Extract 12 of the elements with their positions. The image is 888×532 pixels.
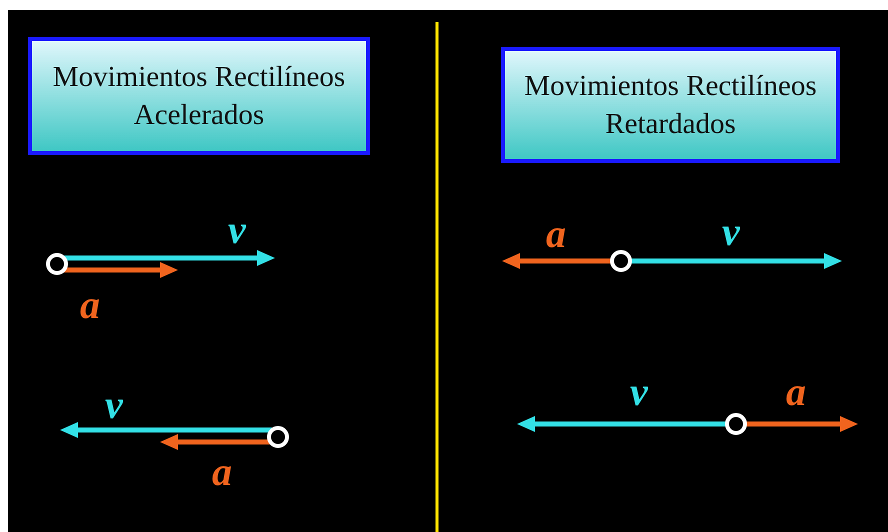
vector-label: a <box>80 285 100 325</box>
vector-label: v <box>228 210 246 250</box>
title-text: Movimientos Rectilíneos Acelerados <box>52 60 346 133</box>
title-text: Movimientos Rectilíneos Retardados <box>523 69 818 142</box>
title-box <box>28 37 370 155</box>
vector-label: v <box>722 212 740 252</box>
vector-label: a <box>212 452 232 492</box>
title-box <box>501 47 840 163</box>
vector-label: a <box>546 214 566 254</box>
vector-label: v <box>105 385 123 425</box>
vector-label: v <box>630 372 648 412</box>
vector-label: a <box>786 372 806 412</box>
